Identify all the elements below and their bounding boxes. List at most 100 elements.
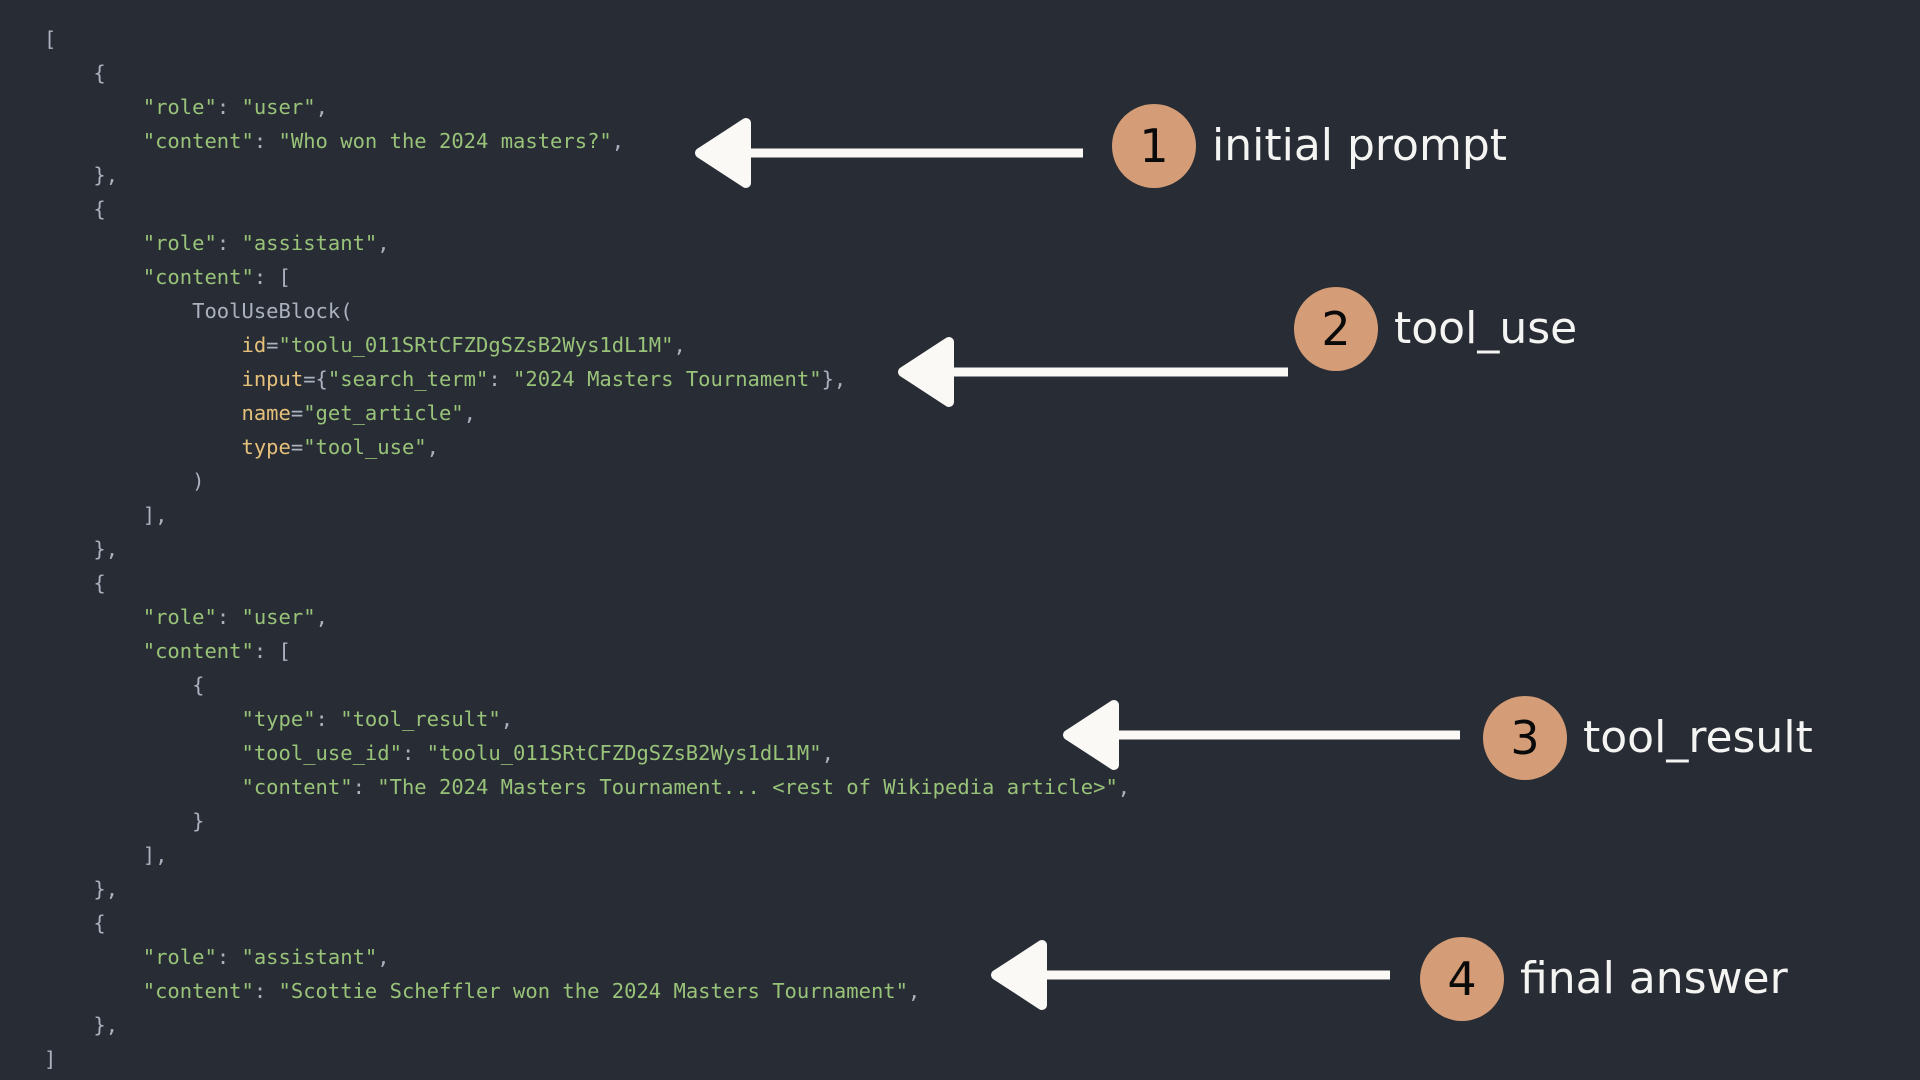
code-token-str: "toolu_011SRtCFZDgSZsB2Wys1dL1M" (278, 333, 674, 357)
code-indent (44, 707, 241, 731)
code-token-pun: ] (44, 1047, 57, 1071)
code-token-str: "2024 Masters Tournament" (513, 367, 822, 391)
code-line: ToolUseBlock( (44, 294, 1130, 328)
code-line: } (44, 804, 1130, 838)
code-token-kw: input (241, 367, 304, 391)
code-indent (44, 639, 143, 663)
code-token-str: "search_term" (327, 367, 489, 391)
code-token-pun: { (192, 673, 205, 697)
code-line: }, (44, 158, 1130, 192)
code-indent (44, 741, 241, 765)
code-token-pun: , (1117, 775, 1131, 799)
annotation-badge: 4 (1420, 937, 1504, 1021)
code-line: ], (44, 498, 1130, 532)
code-indent (44, 503, 143, 527)
code-indent (44, 877, 93, 901)
code-indent (44, 61, 93, 85)
code-line: { (44, 56, 1130, 90)
code-token-pun: ], (142, 843, 168, 867)
code-token-str: "role" (142, 945, 217, 969)
code-line: }, (44, 532, 1130, 566)
code-token-pun: { (93, 911, 106, 935)
code-token-pun: , (463, 401, 476, 425)
code-line: ) (44, 464, 1130, 498)
code-token-pun: , (315, 95, 328, 119)
code-token-str: "The 2024 Masters Tournament... <rest of… (377, 775, 1118, 799)
code-indent (44, 979, 143, 1003)
code-indent (44, 469, 192, 493)
code-line: id="toolu_011SRtCFZDgSZsB2Wys1dL1M", (44, 328, 1130, 362)
code-token-pun: , (377, 231, 390, 255)
annotation-3: 3 tool_result (1483, 696, 1813, 780)
code-line: "role": "assistant", (44, 226, 1130, 260)
annotation-badge: 3 (1483, 696, 1567, 780)
code-token-str: "content" (142, 639, 254, 663)
code-token-pun: [ (278, 265, 291, 289)
code-token-str: "user" (241, 605, 316, 629)
annotation-label: final answer (1520, 953, 1788, 1004)
code-token-pun: [ (44, 27, 57, 51)
code-line: "content": [ (44, 634, 1130, 668)
code-token-pun: : (253, 979, 279, 1003)
annotation-label: initial prompt (1212, 120, 1508, 171)
code-token-pun: { (93, 571, 106, 595)
code-token-pun: }, (93, 537, 119, 561)
code-token-pun: : (253, 265, 279, 289)
code-line: "tool_use_id": "toolu_011SRtCFZDgSZsB2Wy… (44, 736, 1130, 770)
code-indent (44, 571, 93, 595)
code-token-str: "content" (142, 265, 254, 289)
code-block: [ { "role": "user", "content": "Who won … (44, 22, 1130, 1076)
code-indent (44, 95, 143, 119)
code-line: ], (44, 838, 1130, 872)
code-token-pun: , (315, 605, 328, 629)
code-token-pun: : (315, 707, 341, 731)
code-line: { (44, 906, 1130, 940)
code-token-kw: id (241, 333, 267, 357)
code-token-pun: , (611, 129, 625, 153)
annotation-label: tool_result (1583, 712, 1813, 763)
code-token-pun: ) (192, 469, 205, 493)
code-token-str: "role" (142, 605, 217, 629)
code-token-pun: = (266, 333, 279, 357)
code-token-str: "type" (241, 707, 316, 731)
code-line: "role": "user", (44, 600, 1130, 634)
code-line: "content": "The 2024 Masters Tournament.… (44, 770, 1130, 804)
code-indent (44, 129, 143, 153)
code-token-cls: ToolUseBlock( (192, 299, 353, 323)
code-token-pun: : (216, 605, 242, 629)
code-token-pun: = (290, 401, 304, 425)
code-token-str: "Scottie Scheffler won the 2024 Masters … (278, 979, 908, 1003)
code-token-pun: = (290, 435, 304, 459)
code-indent (44, 333, 241, 357)
code-indent (44, 299, 192, 323)
code-indent (44, 911, 93, 935)
code-indent (44, 537, 93, 561)
code-line: input={"search_term": "2024 Masters Tour… (44, 362, 1130, 396)
code-indent (44, 945, 143, 969)
code-line: name="get_article", (44, 396, 1130, 430)
code-token-pun: }, (821, 367, 847, 391)
code-token-pun: [ (278, 639, 291, 663)
code-token-pun: , (500, 707, 514, 731)
code-indent (44, 197, 93, 221)
code-token-str: "get_article" (303, 401, 464, 425)
code-line: [ (44, 22, 1130, 56)
annotation-label: tool_use (1394, 303, 1578, 354)
code-token-pun: : (352, 775, 378, 799)
code-token-pun: { (93, 197, 106, 221)
code-indent (44, 163, 93, 187)
code-token-pun: { (93, 61, 106, 85)
code-token-str: "user" (241, 95, 316, 119)
code-token-pun: ], (142, 503, 168, 527)
code-indent (44, 843, 143, 867)
code-token-pun: , (426, 435, 439, 459)
code-indent (44, 1013, 93, 1037)
code-token-kw: type (241, 435, 291, 459)
code-token-pun: : (216, 945, 242, 969)
code-token-pun: }, (93, 1013, 119, 1037)
code-line: "content": "Scottie Scheffler won the 20… (44, 974, 1130, 1008)
code-token-str: "assistant" (241, 945, 378, 969)
code-token-pun: , (821, 741, 834, 765)
code-token-str: "tool_use_id" (241, 741, 402, 765)
